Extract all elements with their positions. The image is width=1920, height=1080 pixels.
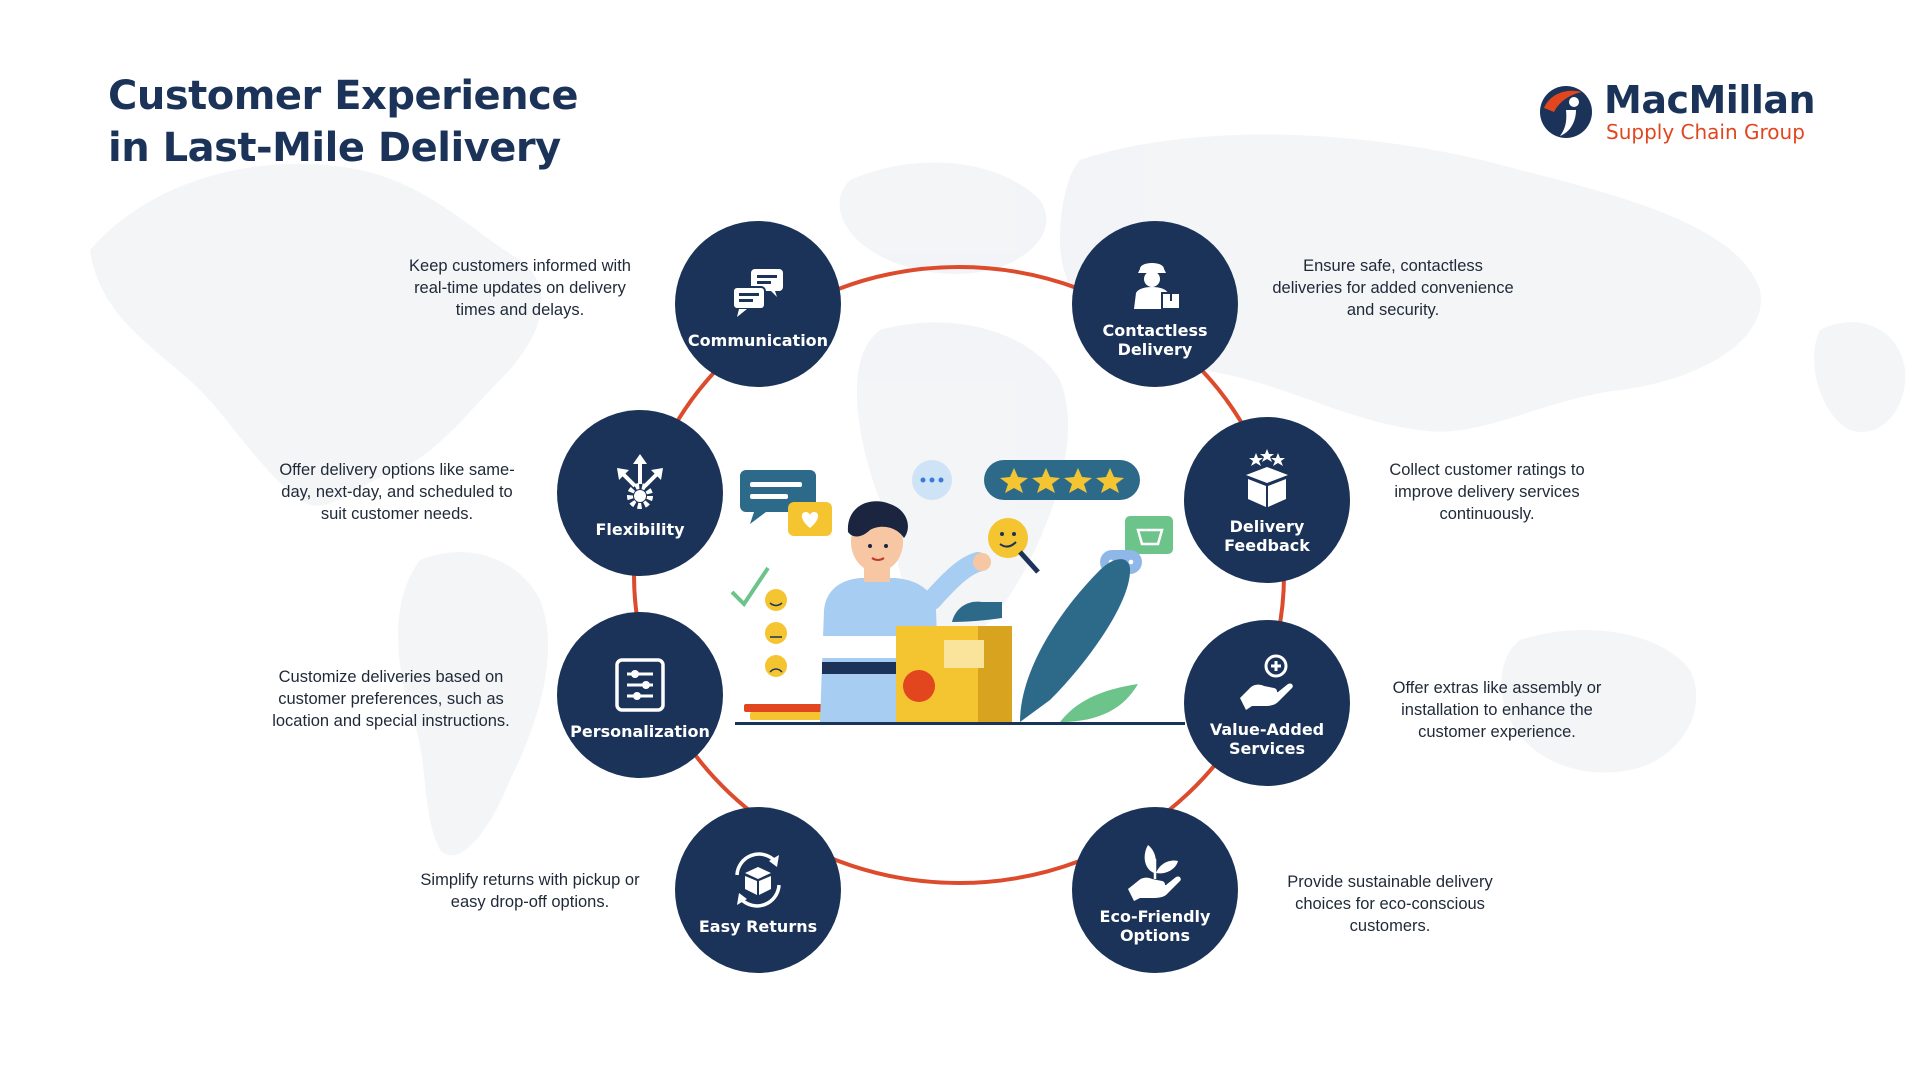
node-delivery-feedback: Delivery Feedback [1184, 417, 1350, 583]
node-label-eco-friendly-options: Eco-Friendly Options [1099, 907, 1211, 945]
desc-contactless-delivery: Ensure safe, contactless deliveries for … [1272, 257, 1514, 319]
node-label-delivery-feedback: Delivery Feedback [1224, 517, 1310, 555]
brand-tagline: Supply Chain Group [1606, 120, 1805, 144]
desc-flexibility: Offer delivery options like same-day, ne… [279, 461, 515, 523]
node-easy-returns: Easy Returns [675, 807, 841, 973]
title-line-2: in Last-Mile Delivery [108, 125, 561, 171]
desc-delivery-feedback: Collect customer ratings to improve deli… [1389, 461, 1585, 523]
star-box-icon [1246, 449, 1288, 507]
desc-easy-returns: Simplify returns with pickup or easy dro… [420, 871, 640, 911]
node-communication: Communication [675, 221, 841, 387]
box-return-icon [735, 851, 781, 908]
brand-logo: MacMillan Supply Chain Group [1536, 78, 1836, 148]
desc-value-added-services: Offer extras like assembly or installati… [1392, 679, 1602, 741]
courier-package-icon [1134, 263, 1181, 310]
node-label-flexibility: Flexibility [595, 519, 685, 539]
central-illustration [730, 460, 1185, 725]
node-personalization: Personalization [557, 612, 723, 778]
hand-plus-icon [1240, 654, 1293, 710]
desc-personalization: Customize deliveries based on customer p… [272, 668, 510, 730]
node-flexibility: Flexibility [557, 410, 723, 576]
node-label-value-added-services: Value-Added Services [1209, 720, 1325, 758]
node-value-added-services: Value-Added Services [1184, 620, 1350, 786]
node-contactless-delivery: Contactless Delivery [1072, 221, 1238, 387]
brand-name: MacMillan [1604, 78, 1816, 122]
hand-leaf-icon [1128, 845, 1181, 901]
macmillan-logo-icon [1540, 86, 1592, 138]
node-label-easy-returns: Easy Returns [698, 916, 818, 936]
page-title: Customer Experience in Last-Mile Deliver… [108, 70, 578, 174]
sliders-icon [615, 657, 665, 712]
desc-eco-friendly-options: Provide sustainable delivery choices for… [1287, 873, 1493, 935]
desc-communication: Keep customers informed with real-time u… [409, 257, 631, 319]
node-label-communication: Communication [687, 330, 829, 350]
chat-bubbles-icon [732, 268, 783, 317]
node-label-contactless-delivery: Contactless Delivery [1102, 321, 1208, 359]
title-line-1: Customer Experience [108, 73, 578, 119]
node-eco-friendly-options: Eco-Friendly Options [1072, 807, 1238, 973]
node-label-personalization: Personalization [570, 721, 710, 741]
arrows-gear-icon [617, 453, 663, 509]
